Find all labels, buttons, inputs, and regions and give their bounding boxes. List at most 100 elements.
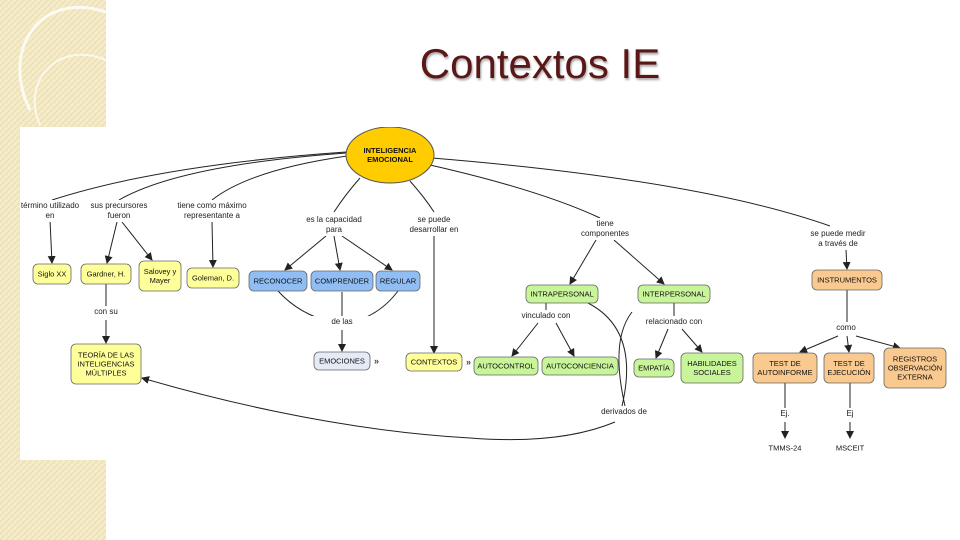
link-label-bg <box>751 408 819 420</box>
node-label: INTRAPERSONAL <box>530 290 593 299</box>
node-contextos: » CONTEXTOS <box>405 352 471 372</box>
connector-line <box>333 177 361 213</box>
node-shape <box>375 270 421 292</box>
connector-line <box>681 328 703 353</box>
connector-line <box>429 164 601 219</box>
link-label-derivados: derivados de <box>601 407 647 416</box>
node-instrumentos: INSTRUMENTOS <box>811 269 883 291</box>
link-label-delas: de las <box>331 317 352 326</box>
node-label: EMPATÍA <box>638 364 670 373</box>
node-shape <box>80 263 132 285</box>
connector-line <box>431 157 831 227</box>
node-shape <box>633 358 675 378</box>
node-label: MSCEIT <box>836 444 865 453</box>
node-interpersonal: INTERPERSONAL <box>637 284 711 304</box>
connector-line <box>613 239 665 285</box>
link-label-bg <box>816 408 884 420</box>
node-tmms: TMMS-24 <box>769 444 802 453</box>
connector-line <box>842 249 851 270</box>
connector-line <box>51 151 347 201</box>
node-shape <box>637 284 711 304</box>
chevron-right-icon: » <box>374 356 379 366</box>
connector-lines <box>47 151 901 441</box>
node-shape <box>823 352 875 384</box>
node-goleman: Goleman, D. <box>186 267 240 289</box>
node-autoconciencia: AUTOCONCIENCIA <box>541 356 619 376</box>
node-shape <box>32 263 72 285</box>
connector-line <box>333 235 343 271</box>
link-label-bg <box>640 316 708 328</box>
node-reconocer: RECONOCER <box>248 270 308 292</box>
link-label-bg <box>590 406 658 418</box>
node-msceit: MSCEIT <box>836 444 865 453</box>
connector-line <box>799 335 839 353</box>
node-emociones: »EMOCIONES <box>313 351 379 371</box>
node-regular: REGULAR <box>375 270 421 292</box>
node-shape <box>70 343 142 385</box>
connector-line <box>654 328 669 359</box>
node-label: INSTRUMENTOS <box>817 276 877 285</box>
node-shape <box>811 269 883 291</box>
node-shape <box>883 347 947 389</box>
connector-line <box>284 235 327 271</box>
connector-line <box>587 302 628 407</box>
node-label: CONTEXTOS <box>411 358 458 367</box>
node-shape <box>680 352 744 384</box>
link-label-relacionado: relacionado con <box>646 317 702 326</box>
node-label: INTERPERSONAL <box>642 290 705 299</box>
connector-line <box>141 376 471 439</box>
connector-line <box>211 155 348 201</box>
node-shape <box>525 284 599 304</box>
connector-line <box>409 180 435 213</box>
chevron-right-icon: » <box>466 357 471 367</box>
connector-line <box>511 322 539 357</box>
link-label-consu: con su <box>94 307 118 316</box>
connector-line <box>118 152 347 201</box>
node-label: Gardner, H. <box>87 270 126 279</box>
node-label: Siglo XX <box>38 270 67 279</box>
node-shape <box>186 267 240 289</box>
node-siglo: Siglo XX <box>32 263 72 285</box>
link-label-bg <box>72 306 140 318</box>
node-label: TMMS-24 <box>769 444 802 453</box>
node-autocontrol: AUTOCONTROL <box>473 356 539 376</box>
slide-title: Contextos IE <box>419 40 661 87</box>
node-comprender: COMPRENDER <box>310 270 374 292</box>
node-shape <box>345 126 435 184</box>
node-shape <box>405 352 463 372</box>
link-label-bg <box>571 218 639 240</box>
connector-line <box>104 221 118 264</box>
connector-line <box>569 239 597 285</box>
node-empatia: EMPATÍA <box>633 358 675 378</box>
node-shape <box>473 356 539 376</box>
connector-line <box>121 221 153 261</box>
link-label-vinculado: vinculado con <box>522 311 571 320</box>
node-shape <box>313 351 371 371</box>
link-label-bg <box>300 214 368 236</box>
link-label-bg <box>804 228 872 250</box>
connector-line <box>208 221 217 268</box>
link-label-bg <box>400 214 468 236</box>
node-label: COMPRENDER <box>315 277 370 286</box>
connector-line <box>555 322 575 357</box>
connector-line <box>618 311 633 407</box>
node-shape <box>752 352 818 384</box>
